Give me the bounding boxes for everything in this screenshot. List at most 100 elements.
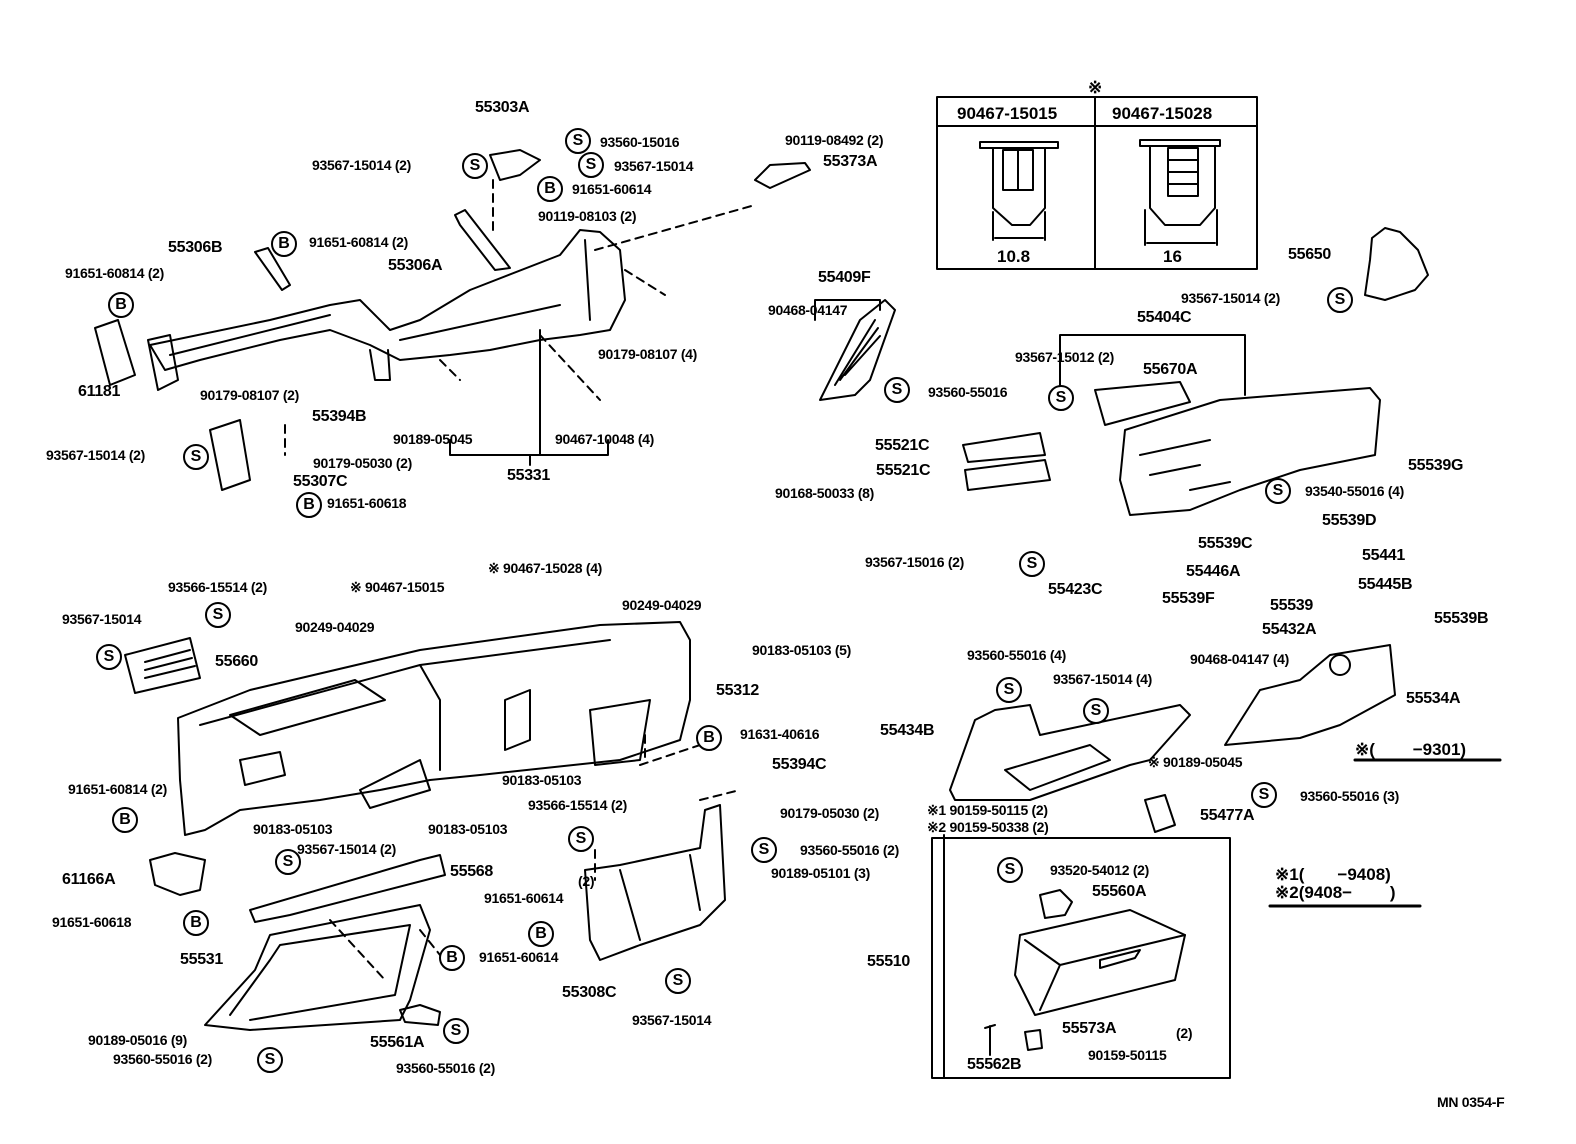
- s-symbol: S: [275, 849, 301, 875]
- b-symbol: B: [528, 921, 554, 947]
- s-symbol: S: [443, 1018, 469, 1044]
- part-label: 90249-04029: [622, 597, 702, 613]
- part-label: 55409F: [818, 269, 871, 286]
- part-label: 55539C: [1198, 535, 1253, 552]
- box-55477A-shape: [1144, 794, 1176, 833]
- part-label: 55432A: [1262, 621, 1317, 638]
- inset-part-2: 90467-15028: [1112, 104, 1213, 123]
- part-label: 55562B: [967, 1056, 1022, 1073]
- s-symbol: S: [1048, 385, 1074, 411]
- s-symbol: S: [1251, 782, 1277, 808]
- s-symbol: S: [257, 1047, 283, 1073]
- part-label: 55373A: [823, 153, 878, 170]
- part-label: 55568: [450, 863, 493, 880]
- part-label: 55306A: [388, 257, 443, 274]
- part-label: 93567-15014: [62, 611, 142, 627]
- part-label: 55539B: [1434, 610, 1489, 627]
- part-label: 55404C: [1137, 309, 1192, 326]
- part-label: 55307C: [293, 473, 348, 490]
- bumper-55573A-shape: [1024, 1029, 1043, 1051]
- part-label: ※1 90159-50115 (2): [927, 802, 1048, 818]
- part-label: ※ 90467-15015: [350, 579, 445, 595]
- part-label: 55441: [1362, 547, 1405, 564]
- part-label: 90179-05030 (2): [313, 455, 413, 471]
- part-label: (2): [578, 873, 595, 889]
- b-symbol: B: [537, 176, 563, 202]
- part-label: 90467-10048 (4): [555, 431, 655, 447]
- part-label: 55331: [507, 467, 550, 484]
- s-symbol: S: [205, 602, 231, 628]
- b-symbol: B: [108, 292, 134, 318]
- clip-inset-box: [936, 96, 1258, 270]
- bracket-61181-shape: [94, 319, 136, 386]
- part-label: 55539: [1270, 597, 1313, 614]
- part-label: 91651-60614: [479, 949, 559, 965]
- part-label: 90189-05016 (9): [88, 1032, 188, 1048]
- instrument-panel-55312: [177, 621, 691, 836]
- part-label: 90168-50033 (8): [775, 485, 875, 501]
- part-label: 55303A: [475, 99, 530, 116]
- lock-55560A-shape: [1039, 889, 1073, 919]
- s-symbol: S: [568, 826, 594, 852]
- part-label: 55394C: [772, 756, 827, 773]
- part-label: 55534A: [1406, 690, 1461, 707]
- s-symbol: S: [1265, 478, 1291, 504]
- part-label: 55445B: [1358, 576, 1413, 593]
- part-label: 93567-15014 (2): [1181, 290, 1281, 306]
- s-symbol: S: [578, 152, 604, 178]
- side-register-55660-shape: [124, 637, 201, 694]
- part-label: 91631-40616: [740, 726, 820, 742]
- part-label: 55560A: [1092, 883, 1147, 900]
- part-label: 61166A: [62, 871, 116, 888]
- part-label: 91651-60814 (2): [65, 265, 165, 281]
- note-9408-2: ※2(9408− ): [1275, 883, 1396, 902]
- register-55409F-shape: [819, 299, 896, 401]
- glove-box-55510-shape: [1014, 909, 1186, 1016]
- part-label: 90119-08103 (2): [538, 208, 637, 224]
- s-symbol: S: [665, 968, 691, 994]
- part-label: 55312: [716, 682, 759, 699]
- part-label: 93567-15014 (2): [297, 841, 397, 857]
- part-label: 90249-04029: [295, 619, 375, 635]
- part-label: 90179-08107 (2): [200, 387, 300, 403]
- part-label: 55561A: [370, 1034, 425, 1051]
- s-symbol: S: [751, 837, 777, 863]
- part-label: 90189-05101 (3): [771, 865, 871, 881]
- part-label: 91651-60618: [52, 914, 132, 930]
- pin-55562B-shape: [984, 1024, 996, 1056]
- s-symbol: S: [997, 857, 1023, 883]
- part-label: 93567-15014 (4): [1053, 671, 1153, 687]
- s-symbol: S: [884, 377, 910, 403]
- part-label: 55531: [180, 951, 223, 968]
- part-label: 93560-55016 (2): [113, 1051, 213, 1067]
- s-symbol: S: [183, 444, 209, 470]
- part-label: 91651-60614: [484, 890, 564, 906]
- bracket-55308C-shape: [584, 804, 726, 961]
- part-label: 93560-55016 (2): [396, 1060, 496, 1076]
- part-label: 90468-04147 (4): [1190, 651, 1290, 667]
- b-symbol: B: [271, 231, 297, 257]
- inset-dimension-2: 16: [1163, 247, 1182, 266]
- part-label: 55423C: [1048, 581, 1103, 598]
- part-label: 90183-05103 (5): [752, 642, 852, 658]
- part-label: 93560-55016 (4): [967, 647, 1067, 663]
- brace-55306A-shape: [454, 209, 511, 271]
- part-label: 93540-55016 (4): [1305, 483, 1405, 499]
- s-symbol: S: [96, 644, 122, 670]
- part-label: 93560-55016 (2): [800, 842, 900, 858]
- part-label: 90189-05045: [393, 431, 473, 447]
- part-label: 90183-05103: [428, 821, 508, 837]
- part-label: (2): [1176, 1025, 1193, 1041]
- reinforcement-55568-shape: [249, 854, 446, 923]
- part-label: 93567-15012 (2): [1015, 349, 1115, 365]
- part-label: ※ 90467-15028 (4): [488, 560, 603, 576]
- part-label: 93567-15014: [632, 1012, 712, 1028]
- cover-55432A-shape: [1224, 644, 1396, 746]
- beam-end-plate: [147, 334, 179, 391]
- diagram-code: MN 0354-F: [1437, 1094, 1505, 1110]
- b-symbol: B: [183, 910, 209, 936]
- part-label: 90159-50115: [1088, 1047, 1167, 1063]
- part-label: 91651-60614: [572, 181, 652, 197]
